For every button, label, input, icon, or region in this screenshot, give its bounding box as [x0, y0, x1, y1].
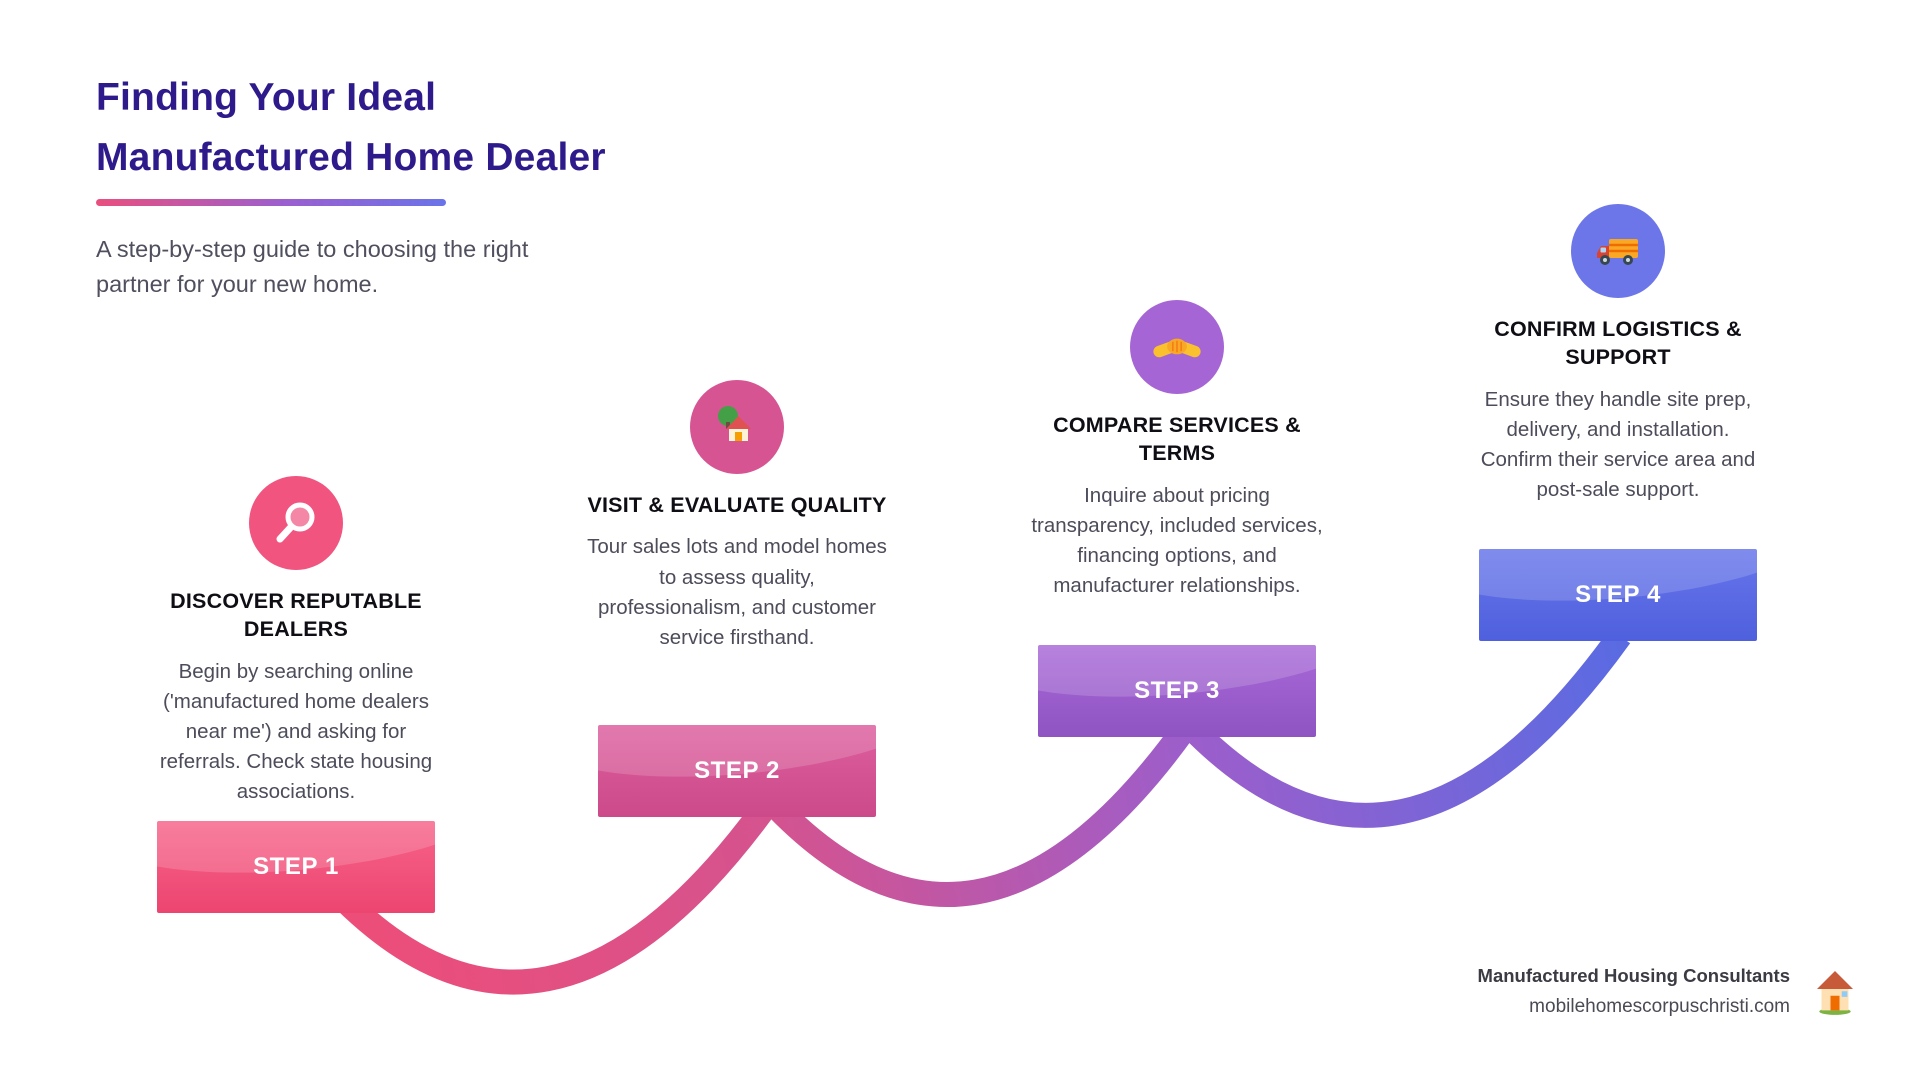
footer-website-url: mobilehomescorpuschristi.com — [1529, 996, 1790, 1017]
step-4-box: STEP 4 — [1479, 549, 1757, 641]
step-3-box: STEP 3 — [1038, 645, 1316, 737]
page-subtitle: A step-by-step guide to choosing the rig… — [96, 236, 529, 298]
footer: Manufactured Housing Consultants mobileh… — [1478, 962, 1862, 1021]
house-icon — [1808, 962, 1862, 1021]
page-title-line2: Manufactured Home Dealer — [96, 136, 606, 180]
step-1-body: Begin by searching online ('manufactured… — [159, 659, 433, 804]
handshake-icon — [1130, 300, 1224, 394]
house-garden-icon — [690, 380, 784, 474]
step-2-label: STEP 2 — [694, 757, 780, 784]
step-2-heading: VISIT & EVALUATE QUALITY — [587, 493, 887, 517]
step-2-body: Tour sales lots and model homes to asses… — [587, 535, 887, 649]
truck-icon — [1571, 204, 1665, 298]
magnifier-icon — [249, 476, 343, 570]
title-underline-accent — [96, 199, 446, 206]
step-4-body: Ensure they handle site prep, delivery, … — [1480, 387, 1756, 502]
connector-path-2 — [760, 720, 1196, 907]
connector-path-3 — [1181, 628, 1631, 828]
step-3-label: STEP 3 — [1134, 677, 1220, 704]
step-1-label: STEP 1 — [253, 853, 339, 880]
step-1-heading: DISCOVER REPUTABLE DEALERS — [170, 589, 422, 642]
step-4-label: STEP 4 — [1575, 581, 1661, 608]
connector-path-1 — [320, 792, 781, 995]
step-3-body: Inquire about pricing transparency, incl… — [1031, 483, 1323, 598]
footer-company-name: Manufactured Housing Consultants — [1477, 965, 1790, 986]
step-4-card: CONFIRM LOGISTICS & SUPPORT Ensure they … — [1468, 204, 1768, 641]
step-4-heading: CONFIRM LOGISTICS & SUPPORT — [1494, 317, 1742, 370]
step-2-box: STEP 2 — [598, 725, 876, 817]
step-2-card: VISIT & EVALUATE QUALITY Tour sales lots… — [587, 380, 887, 817]
step-3-card: COMPARE SERVICES & TERMS Inquire about p… — [1027, 300, 1327, 737]
page-title-line1: Finding Your Ideal — [96, 76, 437, 119]
page-title: Finding Your Ideal Manufactured Home Dea… — [96, 68, 606, 189]
step-3-heading: COMPARE SERVICES & TERMS — [1053, 413, 1301, 466]
step-1-card: DISCOVER REPUTABLE DEALERS Begin by sear… — [146, 476, 446, 913]
step-1-box: STEP 1 — [157, 821, 435, 913]
